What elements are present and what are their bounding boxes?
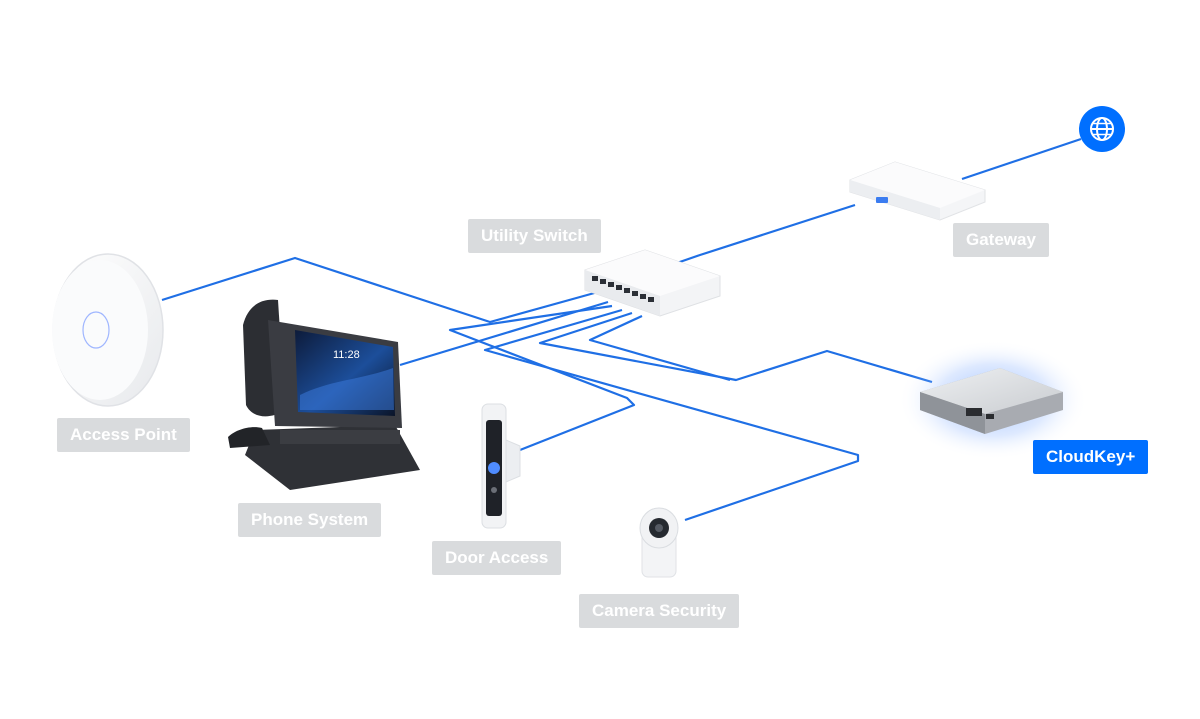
link-switch-door-access (448, 304, 636, 452)
globe-icon[interactable] (1079, 106, 1125, 152)
connection-lines (161, 137, 1082, 522)
access-point-device[interactable] (52, 253, 164, 407)
link-internet-gateway (961, 137, 1082, 181)
link-switch-camera (483, 308, 860, 522)
link-switch-cloudkey-2 (588, 315, 731, 382)
svg-text:11:28: 11:28 (333, 349, 360, 361)
door-access-device[interactable] (481, 403, 521, 529)
globe-glyph (1090, 117, 1114, 141)
link-switch-access-point (161, 256, 599, 324)
camera-security-label[interactable]: Camera Security (579, 594, 740, 628)
gateway-label[interactable]: Gateway (953, 223, 1049, 257)
link-switch-cloudkey (538, 311, 933, 384)
camera-security-device[interactable] (639, 507, 679, 578)
utility-switch-device[interactable] (584, 249, 721, 317)
utility-switch-label[interactable]: Utility Switch (468, 219, 601, 253)
phone-system-device[interactable]: 11:28 (228, 299, 420, 490)
phone-system-label[interactable]: Phone System (238, 503, 382, 537)
gateway-device[interactable] (849, 161, 986, 221)
access-point-label[interactable]: Access Point (57, 418, 190, 452)
cloudkey-device[interactable] (898, 340, 1088, 460)
cloudkey-label[interactable]: CloudKey+ (1033, 440, 1149, 474)
door-access-label[interactable]: Door Access (432, 541, 562, 575)
